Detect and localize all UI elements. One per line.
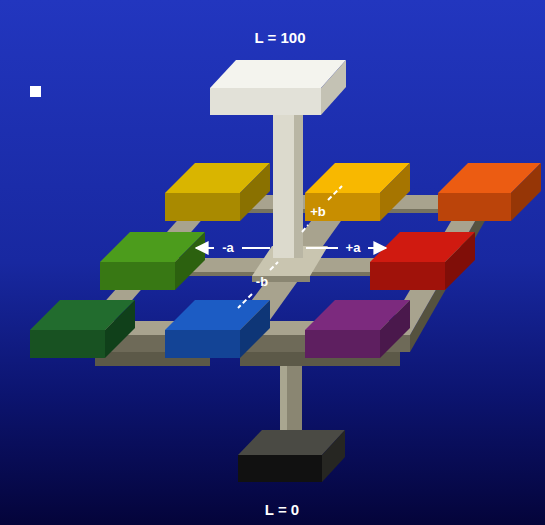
red-block xyxy=(370,232,475,290)
bullet-square xyxy=(30,86,41,97)
dark-green-block xyxy=(30,300,135,358)
lightness-label: L = 100 xyxy=(254,30,305,47)
orange-block xyxy=(438,163,541,221)
axis-label: -b xyxy=(256,275,268,289)
axis-label: +b xyxy=(310,205,326,219)
black-block xyxy=(238,430,345,482)
gold-block xyxy=(305,163,410,221)
white-block xyxy=(210,60,346,115)
axis-label: +a xyxy=(346,241,361,255)
blue-block xyxy=(165,300,270,358)
lightness-label: L = 0 xyxy=(265,502,299,519)
upper-pillar xyxy=(273,112,303,258)
green-block xyxy=(100,232,205,290)
axis-label: -a xyxy=(222,241,234,255)
purple-block xyxy=(305,300,410,358)
axis-lines xyxy=(196,186,386,308)
yellow-block xyxy=(165,163,270,221)
